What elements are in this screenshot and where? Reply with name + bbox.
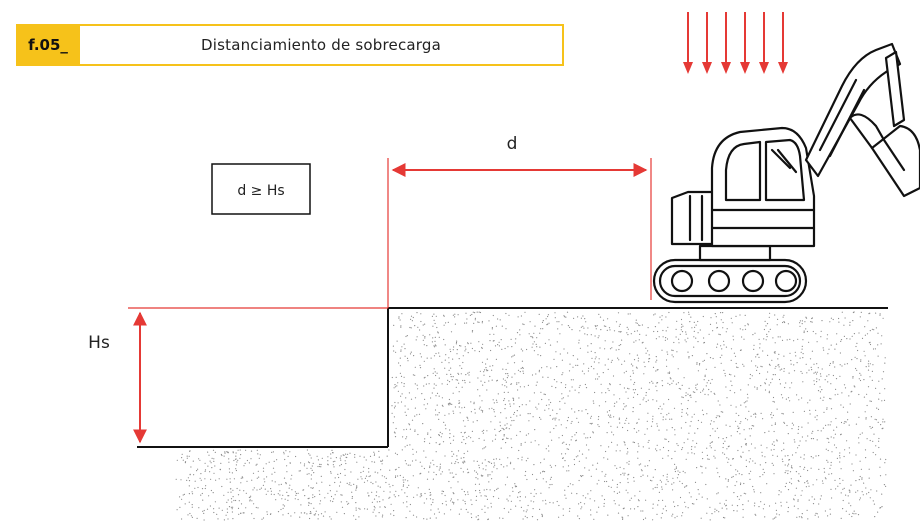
reference-lines <box>128 158 652 309</box>
distance-label: d <box>507 134 518 154</box>
height-label: Hs <box>88 333 110 353</box>
figure-tag: f.05_ <box>16 24 80 66</box>
excavator-icon <box>652 42 920 304</box>
load-arrows-icon <box>683 12 788 74</box>
rule-box <box>211 163 311 215</box>
soil-texture <box>175 311 887 521</box>
rule-label: d ≥ Hs <box>237 183 284 199</box>
ground-profile <box>137 307 888 448</box>
figure-title: Distanciamiento de sobrecarga <box>80 24 564 66</box>
